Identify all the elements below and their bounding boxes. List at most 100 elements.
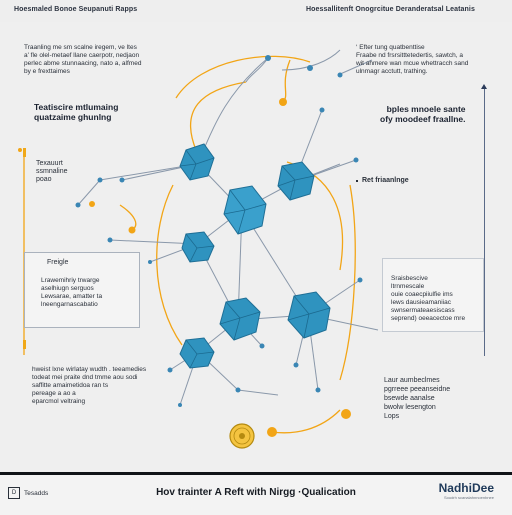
top-header: Hoesmaled Bonoe Seupanuti Rapps Hoessall… (0, 0, 512, 22)
brand-name: NadhiDee (438, 481, 494, 495)
left-mid-text: Texauurt ssmnaline poao (36, 160, 68, 184)
text-line: lews dausieamaniiac (391, 299, 451, 306)
orange-dot (341, 409, 351, 419)
text-line: Sraisbescive (391, 275, 428, 282)
edge (197, 57, 269, 165)
edge (281, 49, 341, 71)
text-line: wit ahmere wan mcue whettracch sand (356, 60, 469, 67)
edge-dot (75, 202, 81, 208)
orange-marker (23, 340, 26, 349)
edge-dot (293, 362, 299, 368)
bullet-marker (356, 180, 358, 182)
frame-box-lines: Lrawemihriy trwarge aselhiugn serguos Le… (41, 277, 102, 309)
heading-line: quatzaime ghunlng (34, 112, 112, 122)
footer-title: Hov trainter A Reft with Nirgg ·Qualicat… (156, 487, 356, 498)
text-line: hweist lxne wirlatay wudth . teeamedies (32, 366, 147, 373)
footer-bar: D Tesadds Hov trainter A Reft with Nirgg… (0, 472, 512, 515)
header-left-title: Hoesmaled Bonoe Seupanuti Rapps (14, 6, 138, 13)
edge-dot (357, 277, 363, 283)
edge-dot (307, 65, 313, 71)
edge-dot (259, 343, 265, 349)
edge-dot (315, 387, 321, 393)
frame-box-title: Freigle (47, 259, 69, 266)
orange-dot (267, 427, 277, 437)
text-line: Traanling me sm scalne iregem, ve ltes (24, 44, 137, 51)
text-line: perlec abme stunnaacing, nato a, alfmed (24, 60, 142, 67)
coin-icon (229, 423, 255, 449)
right-heading: bples mnoele sante ofy moodeef fraallne. (380, 104, 466, 124)
footer-left: D Tesadds (8, 487, 48, 499)
edge (337, 59, 373, 76)
text-line: lneengarnascabatio (41, 301, 98, 308)
orange-marker (23, 148, 26, 157)
text-line: ‘ Efter tung quatbenttise (356, 44, 425, 51)
text-line: a' fle olel-metaef llane caerpotr, nedja… (24, 52, 140, 59)
node-top-right (277, 161, 315, 201)
edge-dot (178, 403, 182, 407)
heading-line: Teatiscire mtlumaing (34, 102, 119, 112)
left-heading: Teatiscire mtlumaing quatzaime ghunlng (34, 102, 118, 122)
text-line: ouie coaecpiiulfie ims (391, 291, 453, 298)
edge (237, 389, 279, 396)
frame-box: Freigle Lrawemihriy trwarge aselhiugn se… (24, 252, 140, 328)
edge-dot (235, 387, 241, 393)
text-line: seprend) oeeacectoe mre (391, 315, 466, 322)
right-mid-label: Ret friaanlnge (362, 177, 409, 184)
right-top-text: ‘ Efter tung quatbenttise Fraabe nd frsr… (356, 44, 468, 76)
orange-curve (282, 59, 291, 103)
text-line: by e frexttaimes (24, 68, 70, 75)
center-hub (223, 185, 267, 235)
edge-dot (97, 177, 103, 183)
edge (245, 57, 269, 83)
edge-dot (107, 237, 113, 243)
orange-dot (279, 98, 287, 106)
edge-dot (119, 177, 125, 183)
footer-left-label: Tesadds (24, 489, 49, 497)
text-line: Lops (384, 413, 400, 420)
node-lower-center (219, 297, 261, 341)
orange-curve (156, 184, 183, 346)
brand-subtitle: Soudrh scanalahnnoenbnee (443, 495, 494, 500)
edge-dot (319, 107, 325, 113)
text-line: bsewde aanalse (384, 395, 435, 402)
vertical-arrow (481, 84, 487, 356)
orange-dot (128, 226, 136, 234)
edge-dot (265, 55, 271, 61)
text-line: Lewsarae, amatter ta (41, 293, 103, 300)
text-line: bwolw lesengton (384, 404, 436, 411)
brand-logo: NadhiDee Soudrh scanalahnnoenbnee (439, 481, 494, 500)
text-line: poao (36, 176, 52, 183)
right-bottom-text: Laur aumbeclmes pgrreee peeanseidne bsew… (384, 376, 450, 421)
orange-curve (339, 184, 356, 381)
heading-line: bples mnoele sante (386, 104, 466, 114)
left-bottom-text: hweist lxne wirlatay wudth . teeamedies … (32, 366, 146, 406)
text-line: ssmnaline (36, 168, 68, 175)
orange-dot (89, 201, 95, 207)
node-lower-right (287, 291, 331, 339)
orange-dot (18, 148, 22, 152)
text-line: pgrreee peeanseidne (384, 386, 451, 393)
text-line: todeat mei praite dnd tmme aou sodi (32, 374, 138, 381)
heading-line: ofy moodeef fraallne. (380, 114, 466, 124)
node-mid-left (181, 231, 215, 263)
orange-curve (190, 81, 247, 151)
right-box-lines: Sraisbescive ltrnmescale ouie coaecpiiul… (391, 275, 465, 323)
text-line: swnsermateaesiscass (391, 307, 455, 314)
text-line: ltrnmescale (391, 283, 425, 290)
text-line: Fraabe nd frsrsitttetedertis, sawtch, a (356, 52, 463, 59)
text-line: Texauurt (36, 160, 63, 167)
left-top-text: Traanling me sm scalne iregem, ve ltes a… (24, 44, 141, 76)
right-box: Sraisbescive ltrnmescale ouie coaecpiiul… (382, 258, 484, 332)
node-bottom-left (179, 337, 215, 369)
text-line: pereage a ao a (32, 390, 76, 397)
edge (77, 179, 101, 206)
orange-curve (271, 409, 341, 434)
edge-dot (353, 157, 359, 163)
header-right-title: Hoessallitenft Onogrcitue Deranderatsal … (306, 6, 475, 13)
document-icon: D (8, 487, 20, 499)
orange-curve (119, 204, 137, 231)
text-line: Laur aumbeclmes (384, 377, 440, 384)
text-line: ulnmagr acctutt, trathing. (356, 68, 428, 75)
text-line: eparcmol veltraing (32, 398, 86, 405)
node-top-left (179, 143, 215, 181)
